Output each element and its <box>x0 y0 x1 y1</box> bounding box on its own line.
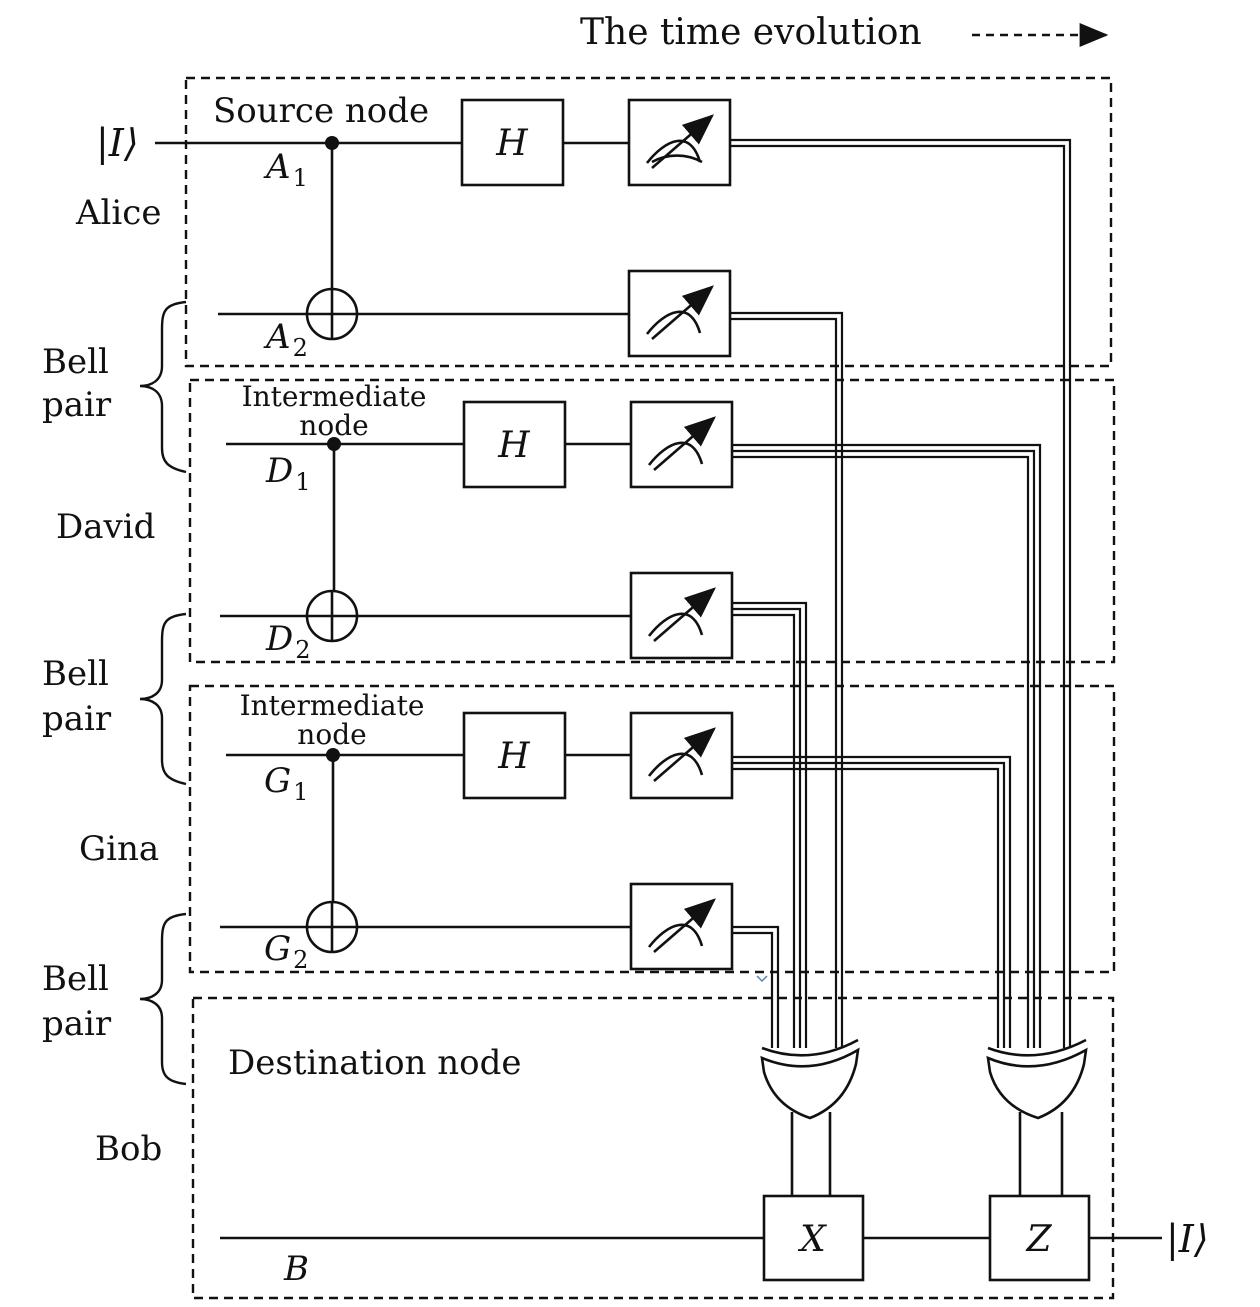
qubit-label-d1: D1 <box>265 451 311 496</box>
hadamard-gate-a1 <box>460 98 565 187</box>
measurement-gate-a2 <box>627 269 732 358</box>
time-evolution-label: The time evolution <box>580 12 922 53</box>
cnot-g <box>305 748 359 954</box>
qubit-label-a2: A2 <box>263 317 308 362</box>
intermediate-node-label-1: Intermediate <box>242 380 427 413</box>
measurement-gate-d1 <box>629 400 734 489</box>
measurement-gate-g1 <box>629 711 734 800</box>
bell-pair-label-1b: pair <box>42 385 112 425</box>
hadamard-gate-g1 <box>462 711 567 800</box>
source-node-box <box>184 76 1113 368</box>
hadamard-label-g1: H <box>497 736 530 777</box>
party-bob: Bob <box>95 1129 162 1169</box>
bell-pair-label-1: Bell <box>42 342 109 382</box>
party-david: David <box>56 507 155 547</box>
cnot-a <box>305 136 359 341</box>
intermediate-node-label-2b: node <box>297 718 366 751</box>
pauli-x-label: X <box>797 1219 827 1260</box>
classical-wire-d1 <box>732 443 1042 1048</box>
measurement-gate-a1 <box>627 98 732 187</box>
party-gina: Gina <box>79 829 159 869</box>
cnot-d <box>305 437 359 643</box>
pauli-z-label: Z <box>1025 1219 1052 1260</box>
hadamard-label-a1: H <box>495 123 528 164</box>
bell-pair-label-2b: pair <box>42 699 112 739</box>
intermediate-node-box-1 <box>188 378 1116 664</box>
pauli-z-gate <box>988 1194 1091 1282</box>
bell-pair-label-3: Bell <box>42 959 109 999</box>
hadamard-gate-d1 <box>462 400 567 489</box>
measurement-gate-g2 <box>629 882 734 971</box>
qubit-label-a1: A1 <box>263 147 308 192</box>
bell-pair-label-3b: pair <box>42 1004 112 1044</box>
measurement-gate-d2 <box>629 571 734 660</box>
classical-wire-g1 <box>732 755 1012 1048</box>
xor-gate-z <box>986 1038 1088 1196</box>
party-alice: Alice <box>75 193 161 233</box>
bell-pair-brace-1 <box>139 300 187 474</box>
intermediate-node-box-2 <box>188 684 1116 974</box>
destination-node-label: Destination node <box>228 1043 522 1083</box>
qubit-label-g2: G2 <box>264 929 308 974</box>
classical-wire-a1 <box>730 138 1072 1048</box>
output-state-label: |I⟩ <box>1166 1217 1209 1261</box>
intermediate-node-label-1b: node <box>299 409 368 442</box>
classical-wire-d2 <box>732 601 808 1048</box>
destination-node-box <box>191 996 1115 1300</box>
pauli-x-gate <box>762 1194 865 1282</box>
classical-wire-a2 <box>730 311 844 1048</box>
source-node-label: Source node <box>213 91 429 131</box>
qubit-label-b: B <box>283 1249 309 1289</box>
classical-wire-g2 <box>732 925 780 1048</box>
xor-gate-x <box>760 1038 860 1196</box>
intermediate-node-label-2: Intermediate <box>240 689 425 722</box>
hadamard-label-d1: H <box>497 425 530 466</box>
input-state-label: |I⟩ <box>96 121 139 165</box>
bell-pair-label-2: Bell <box>42 654 109 694</box>
qubit-label-d2: D2 <box>265 619 311 664</box>
bell-pair-brace-2 <box>139 612 187 786</box>
bell-pair-brace-3 <box>139 912 187 1086</box>
qubit-label-g1: G1 <box>264 761 308 806</box>
